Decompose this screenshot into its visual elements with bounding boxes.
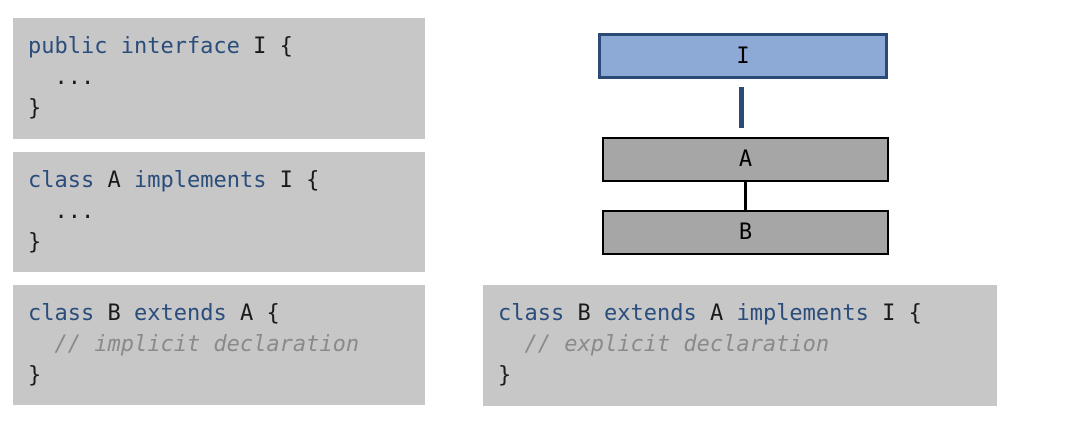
class-node-b: B [602,210,889,255]
code-segment-plain: } [28,96,42,121]
class-node-a-label: A [738,147,753,172]
code-segment-plain: I { [239,34,293,59]
code-segment-plain: B [564,301,604,326]
code-line: // explicit declaration [498,329,997,360]
code-segment-plain: } [498,363,512,388]
code-segment-plain: A { [226,301,280,326]
code-line: class B extends A implements I { [498,298,997,329]
code-line: class A implements I { [28,165,425,196]
code-segment-plain: I { [868,301,922,326]
code-block-class-b-explicit-declaration: class B extends A implements I { // expl… [483,285,997,406]
code-segment-keyword: class [28,301,95,326]
code-segment-comment: // implicit declaration [28,332,360,357]
code-segment-keyword: class [28,168,95,193]
code-block-class-a-implements-i: class A implements I { ...} [13,152,425,272]
code-line: } [28,227,425,258]
code-line: } [28,360,425,391]
code-segment-plain: } [28,230,42,255]
code-segment-plain: A [94,168,134,193]
code-line: // implicit declaration [28,329,425,360]
interface-node-i: I [598,33,888,79]
code-segment-plain: ... [28,199,95,224]
code-block-interface-i: public interface I { ...} [13,18,425,139]
code-segment-comment: // explicit declaration [498,332,830,357]
code-segment-keyword: implements [133,168,267,193]
code-segment-keyword: public interface [28,34,240,59]
code-line: } [498,360,997,391]
class-node-b-label: B [738,220,753,245]
code-block-class-b-implicit-declaration: class B extends A { // implicit declarat… [13,285,425,405]
code-segment-keyword: extends [603,301,697,326]
interface-node-i-label: I [736,43,750,69]
code-segment-keyword: implements [736,301,869,326]
code-segment-keyword: class [498,301,565,326]
code-line: ... [28,196,425,227]
code-line: } [28,93,425,124]
class-node-a: A [602,137,889,182]
code-line: ... [28,62,425,93]
code-segment-plain: I { [266,168,320,193]
code-line: public interface I { [28,31,425,62]
extends-connector-a-b [744,182,747,211]
code-segment-plain: B [94,301,134,326]
code-segment-plain: ... [28,65,95,90]
implements-connector-i-a [739,87,744,128]
code-segment-keyword: extends [133,301,227,326]
code-segment-plain: } [28,363,42,388]
code-line: class B extends A { [28,298,425,329]
code-segment-plain: A [696,301,737,326]
